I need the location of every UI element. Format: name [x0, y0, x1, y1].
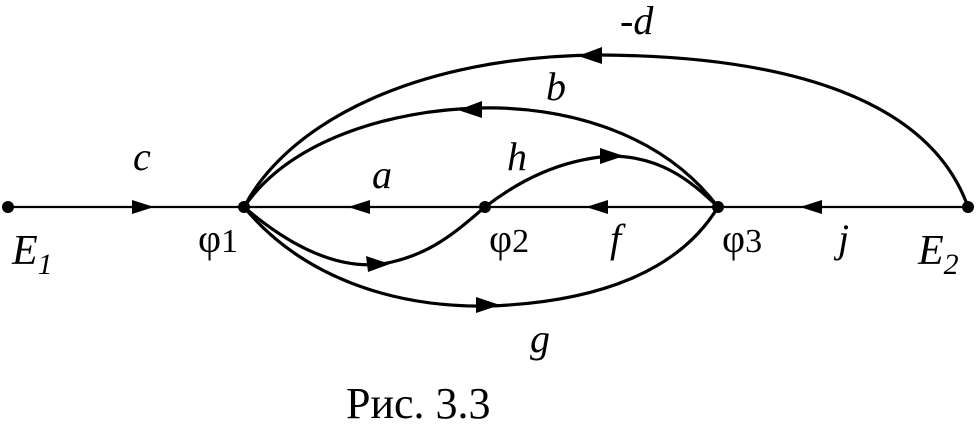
- figure-caption: Рис. 3.3: [346, 379, 491, 426]
- node-phi1-sub: 1: [221, 223, 238, 260]
- edge-b-line: [242, 106, 720, 209]
- node-phi2-label: φ2: [489, 216, 529, 261]
- node-phi2-main: φ: [489, 216, 512, 261]
- edge-h-arrow-lower: [366, 256, 390, 272]
- edge-h-label: h: [507, 134, 527, 179]
- node-E2-dot: [962, 201, 974, 213]
- node-E1-dot: [2, 201, 14, 213]
- node-phi1-dot: [238, 201, 250, 213]
- node-E1-label: E1: [11, 228, 53, 281]
- edge-g-line: [242, 205, 720, 308]
- edge-b: b: [242, 64, 720, 209]
- edge-d-arrow: [578, 47, 602, 64]
- edge-d: -d: [242, 0, 970, 209]
- node-E2-main: E: [917, 228, 944, 274]
- node-phi1-main: φ: [198, 216, 221, 261]
- edge-f-arrow: [586, 200, 608, 214]
- node-phi2-sub: 2: [512, 223, 529, 260]
- node-E1-sub: 1: [38, 248, 53, 281]
- edge-g: g: [242, 205, 720, 361]
- edge-j-label: j: [833, 216, 849, 261]
- node-phi1-label: φ1: [198, 216, 238, 261]
- edge-g-arrow: [476, 297, 500, 313]
- edge-c: c: [6, 134, 246, 214]
- edge-b-label: b: [546, 64, 566, 109]
- edge-a: a: [242, 152, 487, 214]
- edge-c-label: c: [133, 134, 151, 179]
- node-phi3-label: φ3: [722, 216, 762, 261]
- node-E2-sub: 2: [944, 248, 959, 281]
- node-phi3-sub: 3: [745, 223, 762, 260]
- edge-d-label: -d: [620, 0, 654, 43]
- node-phi3-main: φ: [722, 216, 745, 261]
- edge-a-arrow: [348, 200, 370, 214]
- node-E2-label: E2: [917, 228, 959, 281]
- edge-f-label: f: [610, 216, 626, 261]
- edge-h-arrow-upper: [600, 148, 624, 164]
- node-phi3-dot: [712, 201, 724, 213]
- edge-j-arrow: [800, 200, 822, 214]
- edge-c-arrow: [132, 200, 154, 214]
- node-phi2-dot: [479, 201, 491, 213]
- node-E1-main: E: [11, 228, 38, 274]
- edge-a-label: a: [372, 152, 392, 197]
- edge-b-arrow: [458, 101, 482, 118]
- edge-g-label: g: [530, 316, 550, 361]
- edge-j: j: [716, 200, 970, 261]
